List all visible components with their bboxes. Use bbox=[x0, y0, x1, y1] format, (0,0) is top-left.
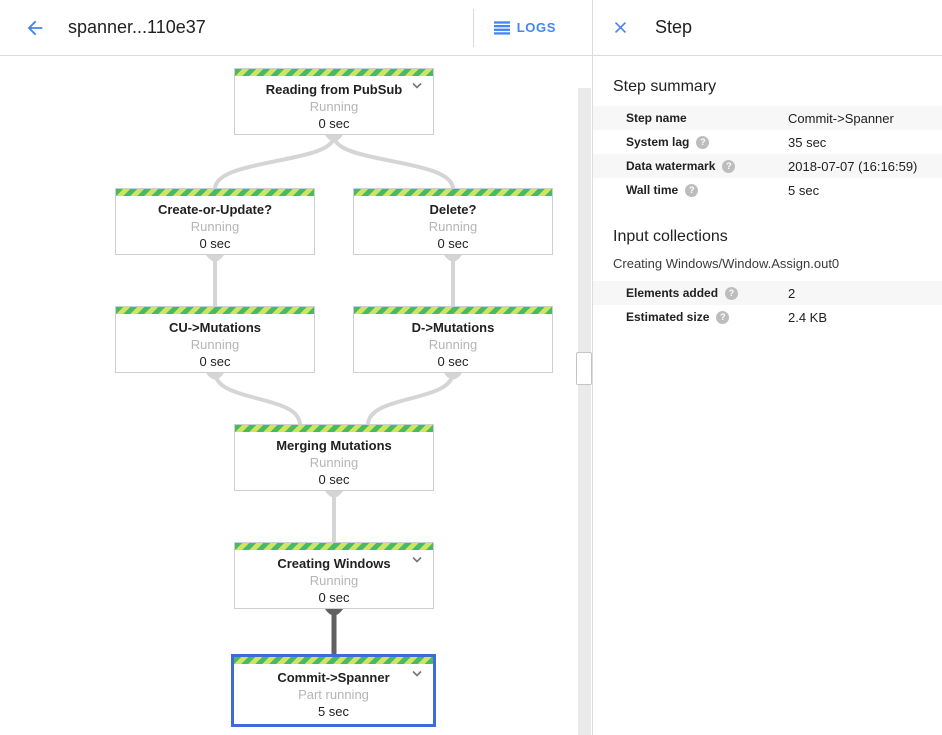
row-label-text: Elements added bbox=[626, 286, 719, 300]
node-time: 5 sec bbox=[317, 704, 350, 719]
toolbar: spanner...110e37 LOGS Step bbox=[0, 0, 942, 56]
help-icon[interactable] bbox=[685, 183, 699, 197]
graph-node-cu-mutations[interactable]: CU->Mutations Running 0 sec bbox=[115, 306, 315, 373]
chevron-down-icon[interactable] bbox=[411, 556, 423, 564]
close-icon bbox=[614, 21, 627, 34]
progress-stripe-bar bbox=[234, 657, 433, 664]
chevron-down-icon[interactable] bbox=[411, 670, 423, 678]
graph-node-commit-spanner[interactable]: Commit->Spanner Part running 5 sec bbox=[231, 654, 436, 727]
input-collections-table: Elements added 2 Estimated size 2.4 KB bbox=[593, 281, 942, 329]
table-row: Estimated size 2.4 KB bbox=[593, 305, 942, 329]
node-time: 0 sec bbox=[437, 354, 469, 369]
graph-node-reading-from-pubsub[interactable]: Reading from PubSub Running 0 sec bbox=[234, 68, 434, 135]
row-label: System lag bbox=[626, 135, 788, 149]
graph-scrollbar-track[interactable] bbox=[578, 88, 591, 735]
row-value: 5 sec bbox=[788, 182, 820, 198]
logs-list-icon bbox=[493, 20, 510, 35]
progress-stripe-bar bbox=[116, 307, 314, 314]
progress-stripe-bar bbox=[235, 69, 433, 76]
node-title: Merging Mutations bbox=[276, 438, 392, 453]
table-row: Step name Commit->Spanner bbox=[593, 106, 942, 130]
node-status: Running bbox=[309, 99, 359, 114]
toolbar-divider bbox=[472, 8, 474, 47]
step-details-panel: Step summary Step name Commit->Spanner S… bbox=[592, 56, 942, 735]
row-label-text: Estimated size bbox=[626, 310, 710, 324]
row-value: 2018-07-07 (16:16:59) bbox=[788, 158, 918, 174]
row-label: Wall time bbox=[626, 183, 788, 197]
graph-node-create-or-update[interactable]: Create-or-Update? Running 0 sec bbox=[115, 188, 315, 255]
node-status: Running bbox=[428, 337, 478, 352]
collection-name: Creating Windows/Window.Assign.out0 bbox=[613, 256, 840, 271]
help-icon[interactable] bbox=[696, 135, 710, 149]
help-icon[interactable] bbox=[722, 159, 736, 173]
graph-edges bbox=[206, 134, 462, 656]
logs-button-label: LOGS bbox=[516, 20, 556, 35]
job-graph-canvas[interactable]: Reading from PubSub Running 0 sec Create… bbox=[0, 56, 592, 735]
progress-stripe-bar bbox=[235, 543, 433, 550]
toolbar-left: spanner...110e37 LOGS bbox=[0, 0, 592, 55]
node-title: Delete? bbox=[429, 202, 477, 217]
node-status: Running bbox=[190, 219, 240, 234]
chevron-down-icon[interactable] bbox=[411, 82, 423, 90]
back-button[interactable] bbox=[24, 17, 46, 39]
graph-node-d-mutations[interactable]: D->Mutations Running 0 sec bbox=[353, 306, 553, 373]
node-time: 0 sec bbox=[199, 236, 231, 251]
graph-node-creating-windows[interactable]: Creating Windows Running 0 sec bbox=[234, 542, 434, 609]
logs-button[interactable]: LOGS bbox=[492, 20, 592, 35]
row-label: Data watermark bbox=[626, 159, 788, 173]
input-collections-heading: Input collections bbox=[613, 228, 728, 245]
table-row: Wall time 5 sec bbox=[593, 178, 942, 202]
help-icon[interactable] bbox=[725, 286, 739, 300]
row-value: 35 sec bbox=[788, 134, 827, 150]
row-value: Commit->Spanner bbox=[788, 110, 894, 126]
node-title: CU->Mutations bbox=[168, 320, 262, 335]
step-summary-heading: Step summary bbox=[613, 78, 717, 95]
progress-stripe-bar bbox=[235, 425, 433, 432]
row-label-text: Data watermark bbox=[626, 159, 716, 173]
row-label: Elements added bbox=[626, 286, 788, 300]
row-label-text: Wall time bbox=[626, 183, 679, 197]
arrow-back-icon bbox=[27, 20, 43, 35]
node-title: D->Mutations bbox=[411, 320, 495, 335]
step-summary-table: Step name Commit->Spanner System lag 35 … bbox=[593, 106, 942, 202]
row-label-text: System lag bbox=[626, 135, 690, 149]
panel-title: Step bbox=[655, 17, 693, 37]
node-time: 0 sec bbox=[199, 354, 231, 369]
graph-scrollbar-handle[interactable] bbox=[576, 352, 592, 385]
graph-node-merging-mutations[interactable]: Merging Mutations Running 0 sec bbox=[234, 424, 434, 491]
row-value: 2 bbox=[788, 285, 796, 301]
node-time: 0 sec bbox=[437, 236, 469, 251]
node-status: Running bbox=[428, 219, 478, 234]
node-title: Commit->Spanner bbox=[277, 670, 390, 685]
table-row: Data watermark 2018-07-07 (16:16:59) bbox=[593, 154, 942, 178]
node-time: 0 sec bbox=[318, 472, 350, 487]
row-label: Estimated size bbox=[626, 310, 788, 324]
node-time: 0 sec bbox=[318, 116, 350, 131]
job-title: spanner...110e37 bbox=[68, 17, 206, 37]
close-panel-button[interactable] bbox=[611, 18, 630, 37]
node-time: 0 sec bbox=[318, 590, 350, 605]
progress-stripe-bar bbox=[116, 189, 314, 196]
node-title: Creating Windows bbox=[277, 556, 391, 571]
step-panel-header: Step bbox=[592, 0, 942, 55]
node-status: Running bbox=[190, 337, 240, 352]
graph-node-delete[interactable]: Delete? Running 0 sec bbox=[353, 188, 553, 255]
help-icon[interactable] bbox=[716, 310, 730, 324]
node-status: Part running bbox=[298, 687, 369, 702]
row-value: 2.4 KB bbox=[788, 309, 828, 325]
node-title: Reading from PubSub bbox=[265, 82, 403, 97]
node-title: Create-or-Update? bbox=[157, 202, 273, 217]
progress-stripe-bar bbox=[354, 307, 552, 314]
table-row: System lag 35 sec bbox=[593, 130, 942, 154]
row-label: Step name bbox=[626, 111, 788, 125]
node-status: Running bbox=[309, 455, 359, 470]
table-row: Elements added 2 bbox=[593, 281, 942, 305]
node-status: Running bbox=[309, 573, 359, 588]
progress-stripe-bar bbox=[354, 189, 552, 196]
row-label-text: Step name bbox=[626, 111, 687, 125]
